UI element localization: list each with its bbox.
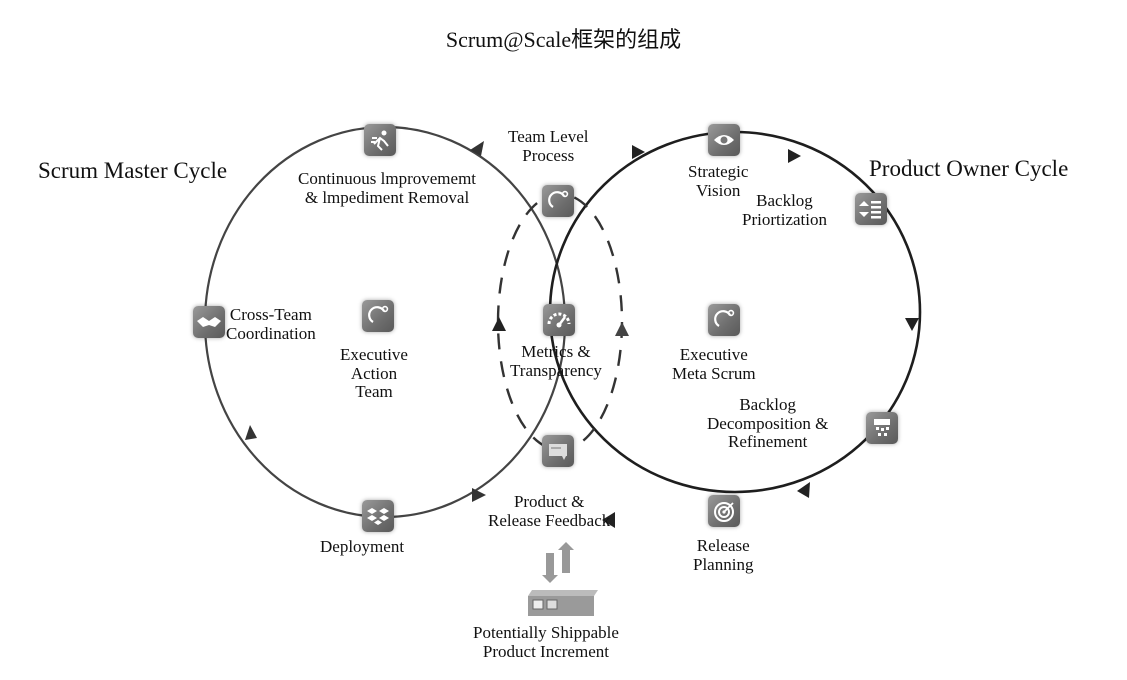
gauge-icon xyxy=(543,304,575,336)
flow-arrows xyxy=(245,141,919,528)
label-team-level-process: Team Level Process xyxy=(508,127,589,165)
label-continuous-improvement: Continuous lmprovememt & lmpediment Remo… xyxy=(298,169,477,207)
cycle-icon xyxy=(362,300,394,332)
arrow-left-top xyxy=(470,141,484,156)
diagram-title: Scrum@Scale框架的组成 xyxy=(445,27,682,52)
label-metrics-transparency: Metrics & Transparency xyxy=(510,342,602,380)
arrow-right-top2 xyxy=(788,149,801,163)
scrum-master-cycle-title: Scrum Master Cycle xyxy=(38,158,228,183)
running-person-icon xyxy=(364,124,396,156)
feedback-icon xyxy=(542,435,574,467)
eye-icon xyxy=(708,124,740,156)
label-deployment: Deployment xyxy=(320,537,405,556)
product-owner-cycle-title: Product Owner Cycle xyxy=(869,156,1069,181)
shippable-increment-graphic xyxy=(528,542,598,616)
label-executive-meta-scrum: Executive Meta Scrum xyxy=(672,345,756,383)
arrow-right-bottom xyxy=(602,512,615,528)
label-product-release-feedback: Product & Release Feedback xyxy=(488,492,611,530)
decompose-icon xyxy=(866,412,898,444)
cycle-icon xyxy=(542,185,574,217)
label-backlog-decomposition: Backlog Decomposition & Refinement xyxy=(707,395,829,452)
target-icon xyxy=(708,495,740,527)
sort-list-icon xyxy=(855,193,887,225)
label-strategic-vision: Strategic Vision xyxy=(688,162,749,200)
arrow-dashed-left xyxy=(492,317,506,331)
arrow-dashed-right xyxy=(615,322,629,336)
cycle-icon xyxy=(708,304,740,336)
label-cross-team-coordination: Cross-Team Coordination xyxy=(226,305,316,343)
dropbox-icon xyxy=(362,500,394,532)
label-release-planning: Release Planning xyxy=(693,536,754,574)
label-shippable-increment: Potentially Shippable Product Increment xyxy=(473,623,619,661)
arrow-left-bottom xyxy=(472,488,486,502)
arrow-left-lower-left xyxy=(245,425,257,440)
arrow-right-top1 xyxy=(632,145,645,159)
handshake-icon xyxy=(193,306,225,338)
arrow-right-lower xyxy=(797,482,810,498)
label-executive-action-team: Executive Action Team xyxy=(340,345,408,402)
label-backlog-prioritization: Backlog Priortization xyxy=(742,191,827,229)
arrow-right-side xyxy=(905,318,919,331)
